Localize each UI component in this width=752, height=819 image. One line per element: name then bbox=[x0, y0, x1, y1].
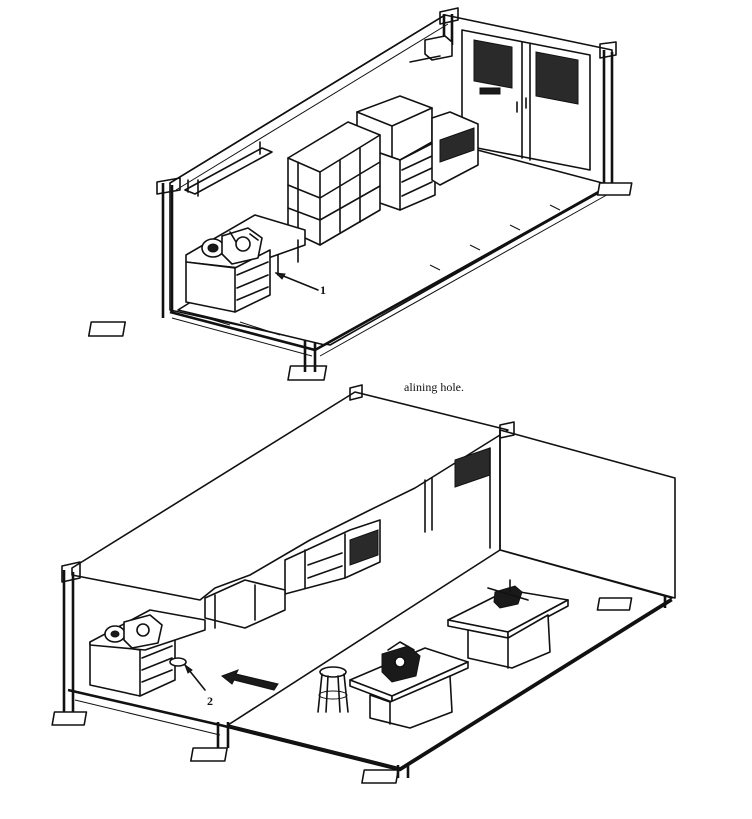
bottom-bucket bbox=[169, 657, 187, 667]
bottom-foot-left bbox=[51, 711, 88, 726]
callout-2: 2 bbox=[207, 694, 213, 708]
top-foot-front-left bbox=[87, 321, 127, 337]
bottom-roof bbox=[71, 391, 509, 601]
top-wall-shelf bbox=[184, 147, 273, 195]
bottom-engine bbox=[104, 614, 163, 649]
bottom-rear-shelving bbox=[204, 579, 286, 629]
direction-arrow bbox=[221, 669, 279, 691]
top-engine bbox=[201, 227, 263, 265]
bottom-foot-mid bbox=[190, 747, 228, 762]
top-front-beam bbox=[169, 183, 613, 352]
top-door-vent-left bbox=[473, 39, 513, 89]
bottom-vise bbox=[487, 579, 529, 609]
bottom-left-post bbox=[62, 570, 75, 720]
top-shelter-view bbox=[87, 7, 633, 381]
bottom-stool bbox=[317, 666, 349, 713]
top-right-post bbox=[602, 50, 614, 188]
figure-caption: alining hole. bbox=[404, 380, 464, 394]
bottom-front-engine bbox=[381, 641, 421, 683]
callout-1: 1 bbox=[320, 283, 326, 297]
top-foot-back-right bbox=[596, 182, 633, 196]
top-door-vent-right bbox=[535, 51, 579, 105]
bottom-shelter-view bbox=[51, 384, 676, 784]
top-foot-front-right bbox=[287, 365, 328, 381]
top-wall-box bbox=[424, 35, 453, 61]
bottom-foot-right bbox=[361, 769, 400, 784]
top-left-post bbox=[161, 183, 174, 318]
